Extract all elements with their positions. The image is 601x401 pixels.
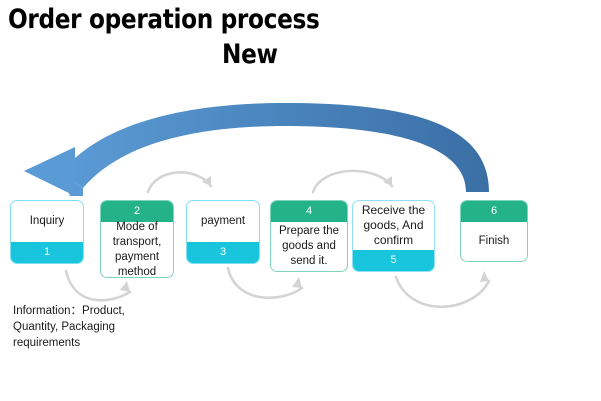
connector-5-to-6 [394, 275, 491, 309]
arrowhead-1-to-2 [120, 281, 130, 292]
arrowhead-3-to-4 [292, 277, 302, 288]
process-box-1-label: Inquiry [29, 215, 65, 227]
process-box-1-number: 1 [11, 242, 83, 263]
information-note: Information：Product, Quantity, Packaging… [13, 305, 125, 349]
page-title: Order operation process New [0, 0, 420, 80]
connector-3-to-4 [226, 266, 304, 300]
process-box-4[interactable]: 4 Prepare the goods and send it. [270, 200, 348, 272]
process-box-6[interactable]: 6 Finish [460, 200, 528, 262]
title-line-primary: Order operation process [8, 4, 320, 35]
feedback-loop-arrow [24, 102, 489, 196]
arrowhead-2-to-3 [202, 176, 211, 186]
connector-4-to-5 [311, 169, 394, 194]
arrowhead-4-to-5 [383, 176, 392, 186]
process-box-6-number: 6 [461, 201, 527, 222]
process-box-2-label: Mode of transport, payment method [112, 220, 162, 278]
process-box-5-label: Receive the goods, And confirm [361, 203, 426, 247]
process-box-5-number: 5 [353, 250, 434, 271]
connector-2-to-3 [146, 171, 213, 194]
process-box-6-label: Finish [478, 235, 510, 247]
process-box-4-number: 4 [271, 201, 347, 222]
title-line-secondary: New [222, 39, 278, 70]
process-box-3-number: 3 [187, 242, 259, 263]
process-box-2-number: 2 [101, 201, 173, 222]
process-box-4-label: Prepare the goods and send it. [278, 225, 340, 267]
process-box-5[interactable]: Receive the goods, And confirm 5 [352, 200, 435, 272]
arrowhead-5-to-6 [480, 271, 489, 282]
process-box-1[interactable]: Inquiry 1 [10, 200, 84, 264]
process-box-3[interactable]: payment 3 [186, 200, 260, 264]
process-box-3-label: payment [200, 215, 246, 227]
process-box-2[interactable]: 2 Mode of transport, payment method [100, 200, 174, 278]
